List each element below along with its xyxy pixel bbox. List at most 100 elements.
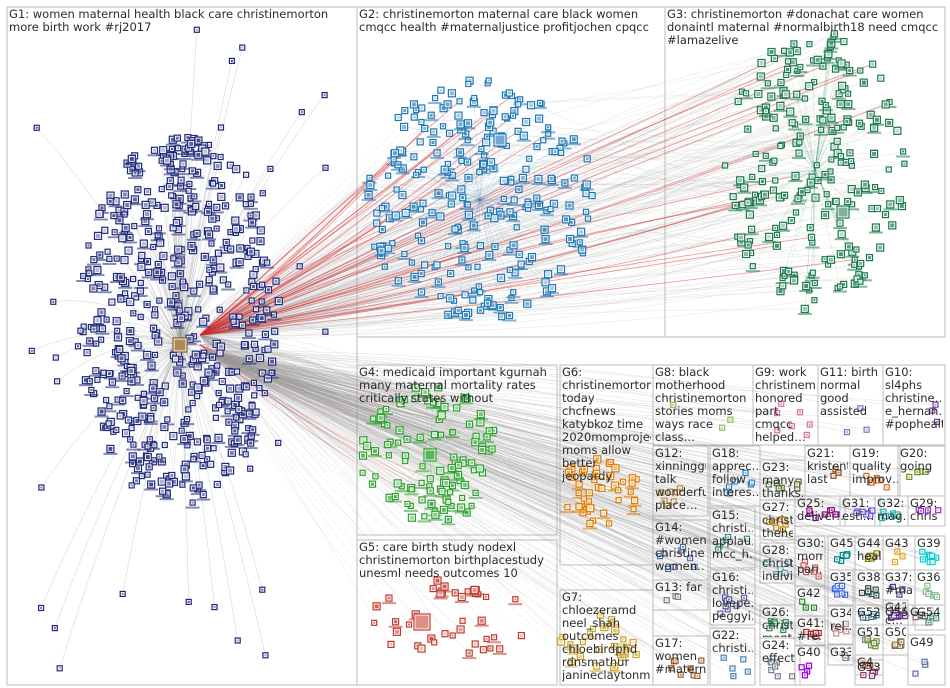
node-avatar: [52, 301, 54, 303]
node-avatar: [421, 220, 425, 224]
node-avatar: [787, 270, 790, 273]
node-avatar: [779, 145, 781, 147]
node-avatar: [464, 396, 468, 400]
node-avatar: [613, 629, 617, 633]
node-avatar: [149, 483, 153, 487]
node-label-mark: [545, 184, 559, 186]
node-avatar: [517, 130, 520, 133]
node-avatar: [393, 158, 395, 160]
node-avatar: [250, 203, 252, 205]
node-avatar: [839, 102, 843, 106]
node-avatar: [854, 259, 856, 261]
node-avatar: [421, 482, 423, 484]
node-avatar: [568, 204, 572, 208]
node-avatar: [216, 228, 218, 230]
node-avatar: [208, 269, 210, 271]
node-avatar: [255, 308, 257, 310]
node-label-mark: [788, 129, 802, 131]
node-label-mark: [391, 169, 405, 171]
node-avatar: [412, 155, 415, 158]
node-avatar: [887, 121, 891, 125]
node-avatar: [176, 248, 180, 252]
node-label-mark: [191, 159, 205, 161]
node-label-mark: [818, 178, 832, 180]
node-avatar: [219, 309, 221, 311]
node-avatar: [101, 327, 104, 330]
node-avatar: [402, 125, 406, 129]
node-label-mark: [120, 395, 134, 397]
node-avatar: [221, 380, 224, 383]
node-avatar: [442, 125, 444, 127]
node-avatar: [840, 155, 842, 157]
node-avatar: [88, 339, 91, 342]
node-avatar: [440, 413, 444, 417]
node-label-mark: [156, 495, 170, 497]
node-label-mark: [847, 269, 861, 271]
node-avatar: [177, 147, 179, 149]
node-avatar: [167, 482, 171, 486]
node-avatar: [847, 93, 849, 95]
node-avatar: [237, 408, 240, 411]
node-avatar: [217, 252, 220, 255]
node-avatar: [784, 92, 788, 96]
node-label-mark: [125, 462, 139, 464]
node-avatar: [158, 456, 160, 458]
node-avatar: [775, 527, 777, 529]
node-avatar: [784, 519, 786, 521]
node-avatar: [823, 213, 827, 217]
node-avatar: [324, 331, 326, 333]
node-avatar: [518, 253, 521, 256]
node-avatar: [325, 167, 327, 169]
node-avatar: [935, 404, 937, 406]
node-label-mark: [379, 413, 393, 415]
node-avatar: [613, 466, 617, 470]
node-avatar: [144, 203, 148, 207]
node-avatar: [778, 488, 780, 490]
node-avatar: [202, 464, 205, 467]
node-avatar: [142, 399, 146, 403]
node-avatar: [423, 263, 426, 266]
node-avatar: [839, 252, 843, 256]
node-label-mark: [493, 653, 507, 655]
node-label-mark: [503, 254, 517, 256]
node-avatar: [471, 505, 473, 507]
node-avatar: [833, 475, 835, 477]
node-avatar: [467, 590, 469, 592]
node-label-mark: [144, 489, 158, 491]
node-avatar: [723, 657, 725, 659]
node-avatar: [172, 257, 174, 259]
node-avatar: [537, 117, 541, 121]
node-label-mark: [206, 188, 220, 190]
node-avatar: [179, 316, 183, 320]
node-avatar: [299, 265, 301, 267]
node-label-mark: [221, 415, 235, 417]
node-avatar: [554, 150, 557, 153]
node-avatar: [774, 227, 776, 229]
node-label-mark: [540, 295, 554, 297]
node-avatar: [885, 515, 887, 517]
node-avatar: [756, 92, 760, 96]
node-avatar: [842, 40, 845, 43]
node-avatar: [264, 654, 266, 656]
node-avatar: [529, 103, 533, 107]
node-avatar: [479, 309, 482, 312]
node-avatar: [915, 673, 917, 675]
node-avatar: [878, 246, 882, 250]
node-label-mark: [883, 208, 897, 210]
node-avatar: [921, 551, 923, 553]
node-avatar: [809, 181, 813, 185]
node-avatar: [927, 593, 929, 595]
node-avatar: [192, 290, 195, 293]
node-avatar: [198, 283, 201, 286]
node-avatar: [585, 211, 587, 213]
node-label-mark: [474, 153, 488, 155]
node-avatar: [871, 63, 874, 66]
node-avatar: [486, 435, 489, 438]
node-avatar: [223, 471, 225, 473]
node-avatar: [161, 254, 165, 258]
node-avatar: [211, 356, 214, 359]
node-label-mark: [454, 128, 468, 130]
node-avatar: [493, 636, 495, 638]
node-label-mark: [428, 439, 442, 441]
node-avatar: [245, 385, 248, 388]
